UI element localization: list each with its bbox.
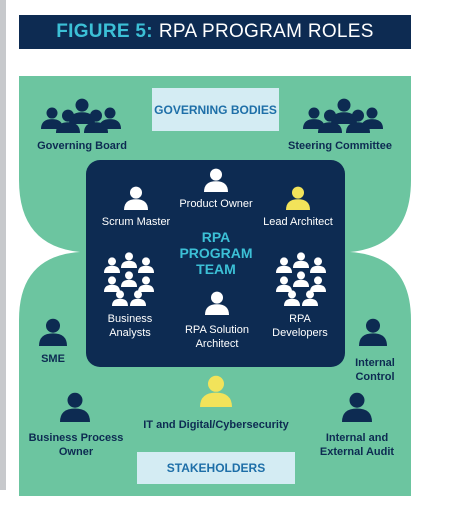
stakeholders-label: STAKEHOLDERS [166, 461, 266, 475]
figure-title: RPA PROGRAM ROLES [158, 21, 374, 42]
governing-board-label: Governing Board [37, 140, 127, 152]
rpa-solution-architect-label: RPA Solution Architect [184, 324, 249, 350]
governing-bodies-box: GOVERNING BODIES [152, 88, 279, 131]
product-owner-label: Product Owner [179, 198, 253, 210]
it-digital-cybersecurity-label: IT and Digital/Cybersecurity [143, 419, 289, 431]
scrum-master-label: Scrum Master [101, 216, 171, 228]
governing-bodies-label: GOVERNING BODIES [154, 102, 277, 117]
team-box [86, 160, 345, 367]
business-analysts-label: Business Analysts [107, 313, 153, 339]
stakeholders-box: STAKEHOLDERS [137, 452, 295, 484]
sme-label: SME [41, 353, 65, 365]
business-process-owner-label: Business Process Owner [28, 432, 124, 458]
team-title: RPA PROGRAM TEAM [179, 229, 253, 277]
figure-header: FIGURE 5: RPA PROGRAM ROLES [19, 15, 411, 49]
lead-architect-label: Lead Architect [263, 216, 333, 228]
rpa-developers-label: RPA Developers [272, 313, 328, 339]
page-edge-bar [0, 0, 6, 490]
figure-number: FIGURE 5: [56, 21, 153, 42]
steering-committee-label: Steering Committee [288, 140, 392, 152]
internal-control-label: Internal Control [355, 357, 395, 383]
internal-external-audit-label: Internal and External Audit [319, 432, 395, 458]
